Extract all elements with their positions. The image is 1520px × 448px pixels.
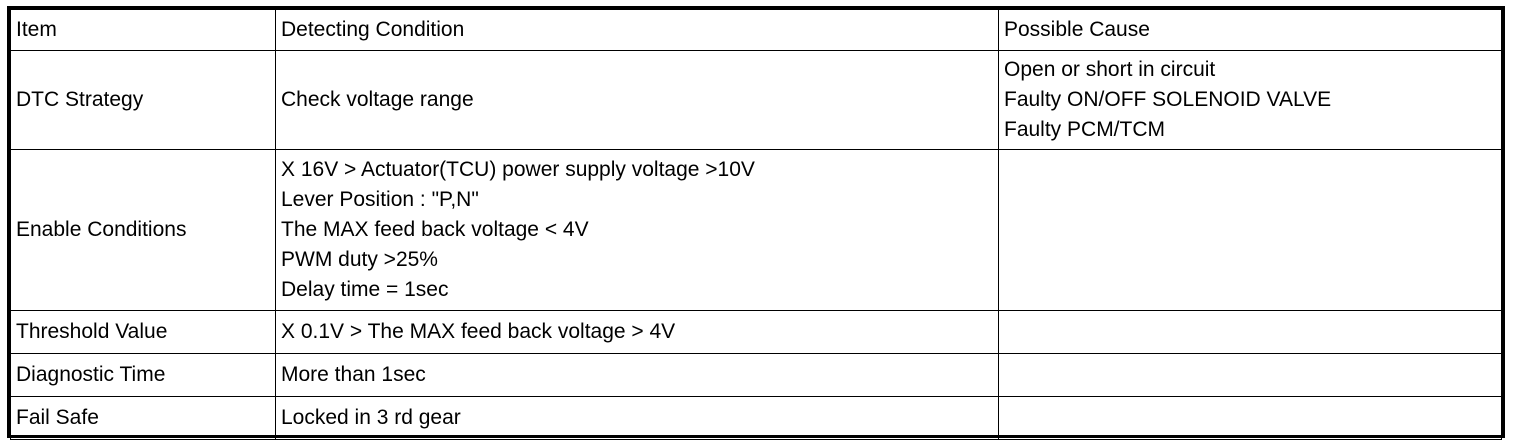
header-item: Item [10,9,276,51]
header-detecting-condition: Detecting Condition [275,9,999,51]
row-item-diagnostic-time: Diagnostic Time [10,353,276,397]
dtc-table: Item Detecting Condition Possible Cause … [10,9,1502,440]
row-item-dtc-strategy: DTC Strategy [10,50,276,150]
table-row: Diagnostic Time More than 1sec [10,353,1502,397]
row-possible-cause: Open or short in circuit Faulty ON/OFF S… [998,50,1502,150]
row-detecting-condition: X 0.1V > The MAX feed back voltage > 4V [275,310,999,354]
row-item-threshold-value: Threshold Value [10,310,276,354]
condition-line: X 16V > Actuator(TCU) power supply volta… [281,158,755,181]
dtc-table-frame: Item Detecting Condition Possible Cause … [7,6,1505,440]
header-possible-cause: Possible Cause [998,9,1502,51]
row-possible-cause [998,310,1502,354]
table-row: Fail Safe Locked in 3 rd gear [10,396,1502,440]
row-detecting-condition: X 16V > Actuator(TCU) power supply volta… [275,149,999,311]
table-row: Enable Conditions X 16V > Actuator(TCU) … [10,149,1502,311]
condition-line: Lever Position : "P,N" [281,188,479,211]
cause-line: Faulty PCM/TCM [1004,118,1166,141]
row-detecting-condition: Check voltage range [275,50,999,150]
row-item-enable-conditions: Enable Conditions [10,149,276,311]
row-detecting-condition: More than 1sec [275,353,999,397]
row-possible-cause [998,353,1502,397]
row-possible-cause [998,149,1502,311]
table-row: DTC Strategy Check voltage range Open or… [10,50,1502,150]
condition-line: More than 1sec [281,363,426,386]
row-possible-cause [998,396,1502,440]
table-header-row: Item Detecting Condition Possible Cause [10,9,1502,51]
condition-line: Delay time = 1sec [281,278,449,301]
table-row: Threshold Value X 0.1V > The MAX feed ba… [10,310,1502,354]
cause-line: Open or short in circuit [1004,58,1216,81]
row-detecting-condition: Locked in 3 rd gear [275,396,999,440]
cause-line: Faulty ON/OFF SOLENOID VALVE [1004,88,1332,111]
condition-line: Check voltage range [281,88,474,111]
condition-line: X 0.1V > The MAX feed back voltage > 4V [281,320,676,343]
condition-line: Locked in 3 rd gear [281,406,461,429]
condition-line: The MAX feed back voltage < 4V [281,218,589,241]
row-item-fail-safe: Fail Safe [10,396,276,440]
condition-line: PWM duty >25% [281,248,438,271]
